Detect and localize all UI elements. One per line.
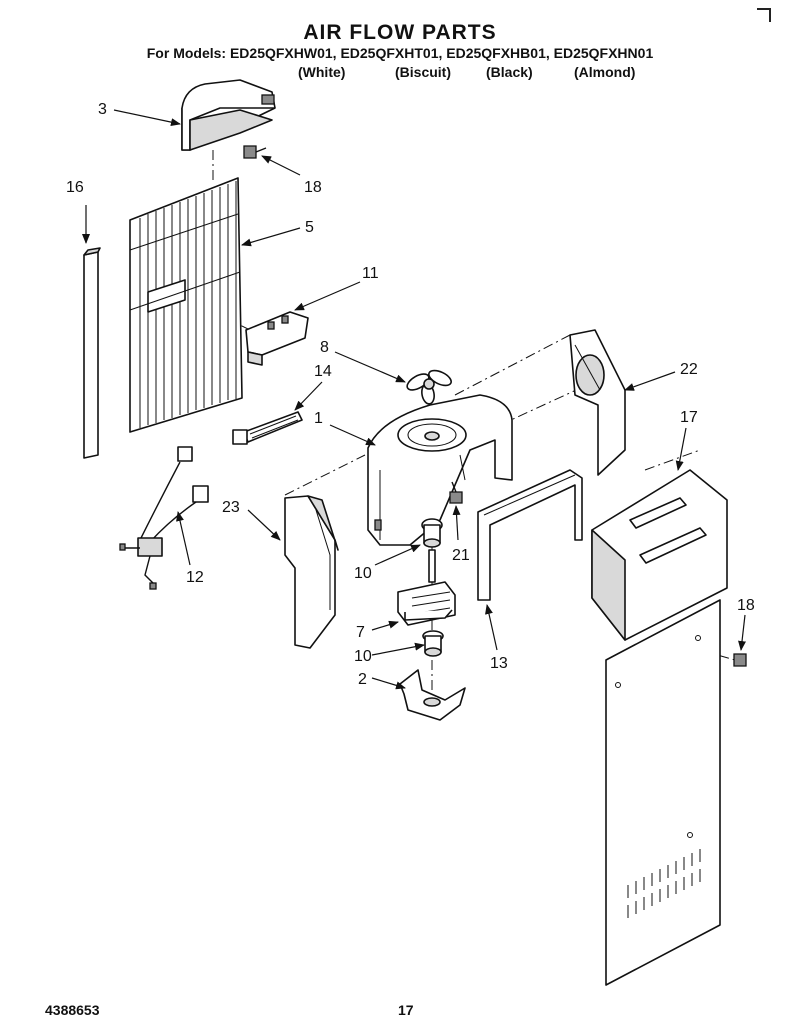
- callout-22: 22: [680, 361, 698, 378]
- color-white: (White): [298, 64, 346, 80]
- callout-21: 21: [452, 547, 470, 564]
- part-5-grille: [129, 177, 243, 433]
- page-number: 17: [398, 1002, 414, 1018]
- callout-16: 16: [66, 179, 84, 196]
- callout-12: 12: [186, 569, 204, 586]
- part-16-strip: [83, 247, 101, 459]
- part-3-duct-cap: [181, 79, 276, 151]
- part-13-u-frame: [477, 469, 583, 601]
- corner-crop-mark: [757, 8, 771, 22]
- callout-10-lower: 10: [354, 648, 372, 665]
- part-17-air-duct: [591, 469, 728, 986]
- part-22-side-duct: [569, 329, 626, 476]
- part-23-side-duct: [284, 495, 339, 649]
- part-7-fan-motor: [397, 549, 456, 626]
- color-black: (Black): [486, 64, 533, 80]
- callout-8: 8: [320, 339, 329, 356]
- part-18-screw-top: [243, 145, 267, 159]
- callout-14: 14: [314, 363, 332, 380]
- leader-lines: [82, 109, 746, 690]
- part-1-fan-shroud: [367, 394, 513, 546]
- callout-1: 1: [314, 410, 323, 427]
- callout-17: 17: [680, 409, 698, 426]
- part-10-grommet-lower: [422, 630, 444, 657]
- callout-3: 3: [98, 101, 107, 118]
- color-almond: (Almond): [574, 64, 636, 80]
- color-biscuit: (Biscuit): [395, 64, 451, 80]
- page-title: AIR FLOW PARTS: [303, 21, 497, 44]
- part-21-screw: [449, 481, 463, 504]
- document-number: 4388653: [45, 1002, 100, 1018]
- part-8-fan-blade: [406, 369, 452, 405]
- part-18-screw-right: [733, 653, 747, 667]
- callout-23: 23: [222, 499, 240, 516]
- callout-18-right: 18: [737, 597, 755, 614]
- part-11-bracket: [245, 311, 309, 366]
- part-12-harness: [119, 446, 209, 590]
- callout-2: 2: [358, 671, 367, 688]
- callout-7: 7: [356, 624, 365, 641]
- callout-5: 5: [305, 219, 314, 236]
- part-10-grommet-upper: [421, 518, 443, 548]
- callout-13: 13: [490, 655, 508, 672]
- callout-11: 11: [362, 265, 379, 282]
- part-14-heater: [232, 411, 303, 445]
- part-2-motor-bracket: [399, 669, 466, 721]
- callout-labels: 3 18 16 5 11 8 14 22 1 17 23 21 12 10 18…: [66, 101, 755, 688]
- callout-10-upper: 10: [354, 565, 372, 582]
- page-header: AIR FLOW PARTS For Models: ED25QFXHW01, …: [0, 21, 800, 62]
- model-list: For Models: ED25QFXHW01, ED25QFXHT01, ED…: [146, 45, 654, 61]
- callout-18-top: 18: [304, 179, 322, 196]
